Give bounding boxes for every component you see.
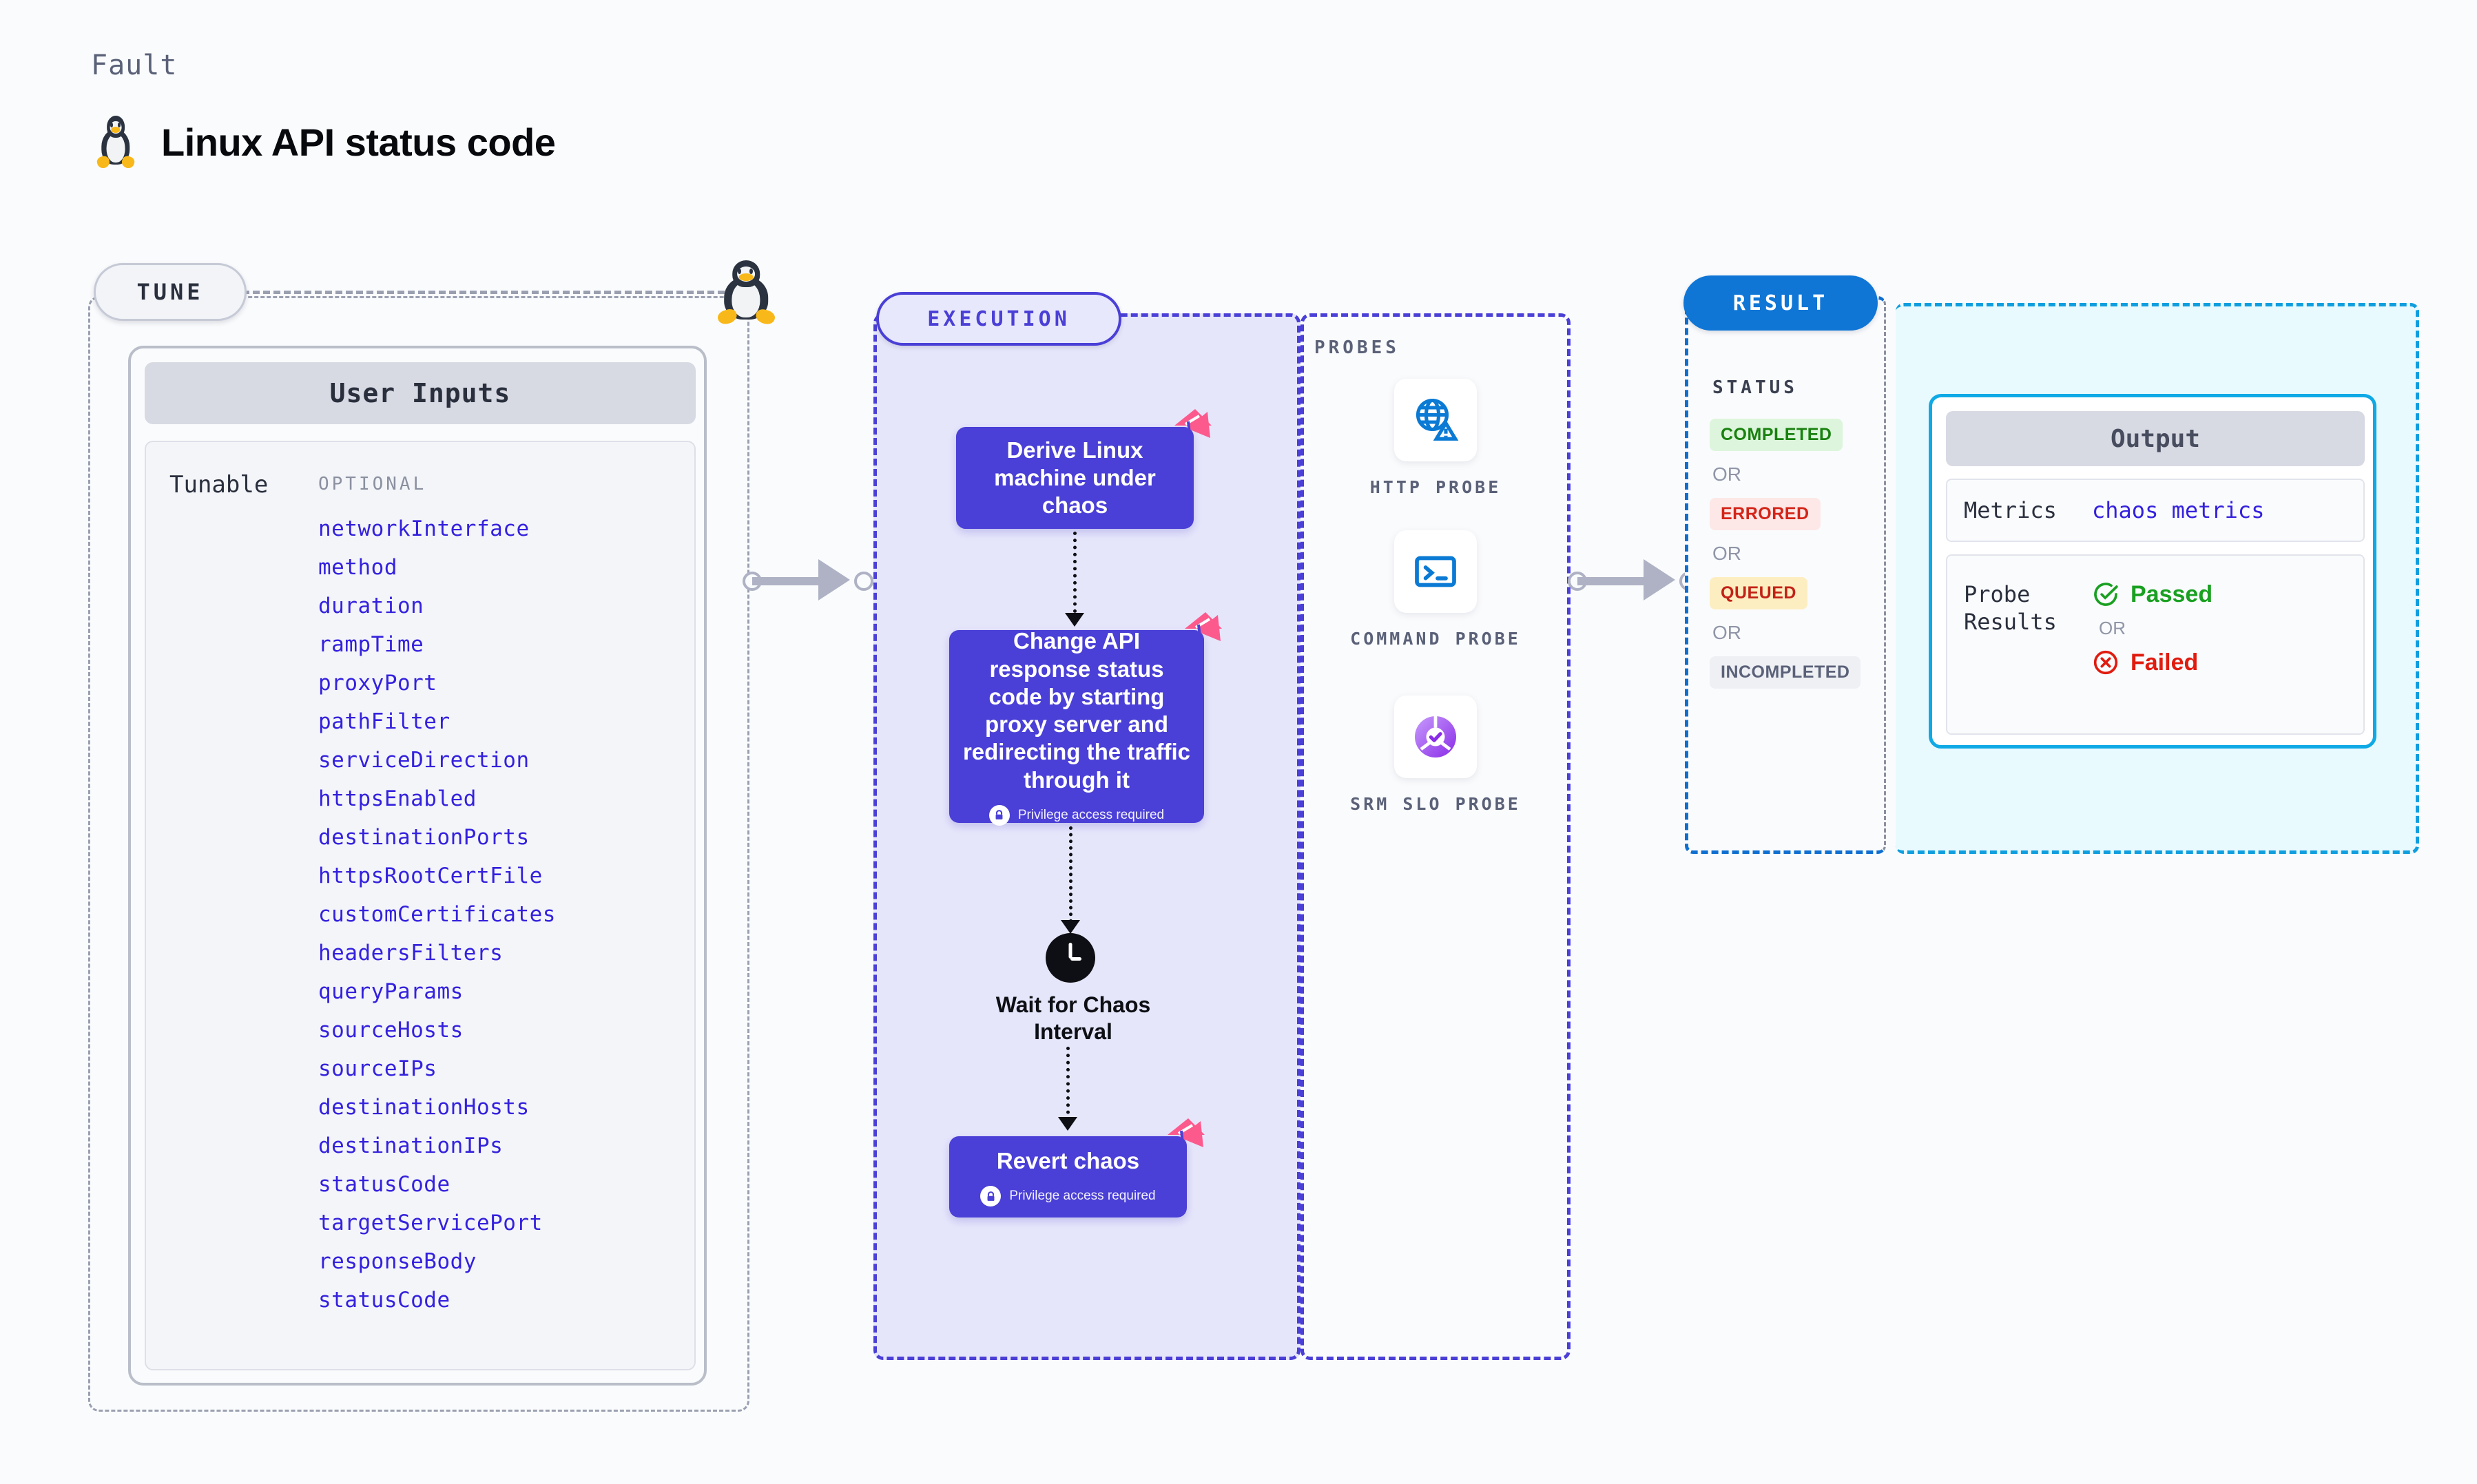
tunable-param[interactable]: method [318,555,397,580]
globe-warning-icon [1394,379,1477,461]
execution-node-revert-chaos[interactable]: Revert chaos Privilege access required [949,1118,1205,1217]
tune-section-chip[interactable]: TUNE [94,263,247,321]
flow-arrowhead-2 [1061,920,1080,934]
privilege-access-note: Privilege access required [988,804,1165,826]
chaos-corner-badge [1168,1118,1205,1147]
tunable-param[interactable]: destinationPorts [318,825,530,850]
status-badge: QUEUED [1710,577,1807,609]
probes-section-label: PROBES [1314,337,1400,358]
result-section-boundary [1685,296,1886,854]
wait-for-chaos-interval-label: Wait for Chaos Interval [995,992,1151,1045]
metrics-value-link[interactable]: chaos metrics [2092,497,2265,523]
execution-section-chip[interactable]: EXECUTION [876,292,1121,346]
tune-dashed-connector [242,291,725,294]
probe-item-command[interactable]: COMMAND PROBE [1346,530,1525,651]
tunable-param[interactable]: sourceIPs [318,1056,437,1081]
tunable-param[interactable]: httpsRootCertFile [318,864,543,888]
status-badge: INCOMPLETED [1710,656,1861,689]
probe-result-passed: Passed [2092,581,2212,608]
output-card: Output Metrics chaos metrics Probe Resul… [1929,394,2376,749]
tunable-param[interactable]: targetServicePort [318,1211,543,1235]
tunable-param[interactable]: sourceHosts [318,1018,464,1043]
flow-arrowhead-3 [1058,1117,1077,1131]
tunable-param[interactable]: rampTime [318,632,424,657]
execution-node-change-api-response[interactable]: Change API response status code by start… [949,612,1222,826]
flow-arrow-2 [1069,826,1072,923]
tunable-param-list: networkInterface method duration rampTime pr… [318,516,676,1313]
or-separator: OR [2099,618,2126,638]
execution-node-derive[interactable]: Derive Linux machine under chaos [956,409,1212,529]
or-separator: OR [1712,622,1741,643]
probe-label: COMMAND PROBE [1350,629,1521,649]
probe-results-row: Probe Results Passed OR Failed [1946,554,2365,735]
status-badge: COMPLETED [1710,419,1843,451]
node-label: Derive Linux machine under chaos [994,437,1156,519]
chaos-corner-badge [1185,612,1222,641]
tunable-param[interactable]: destinationHosts [318,1095,530,1120]
metrics-row: Metrics chaos metrics [1946,479,2365,542]
lock-icon [980,1186,1002,1207]
probe-item-srm-slo[interactable]: SRM SLO PROBE [1346,696,1525,816]
page-title-row: Linux API status code [95,116,556,170]
fault-label: Fault [91,50,178,81]
tunable-param[interactable]: duration [318,594,424,618]
tunable-param[interactable]: destinationIPs [318,1133,504,1158]
tunable-param[interactable]: headersFilters [318,941,504,965]
tunable-param[interactable]: customCertificates [318,902,556,927]
probe-item-http[interactable]: HTTP PROBE [1346,379,1525,499]
node-label: Revert chaos [996,1147,1140,1173]
tunable-param[interactable]: queryParams [318,979,464,1004]
x-circle-icon [2093,650,2118,675]
flow-arrow-3 [1066,1047,1070,1121]
tunable-param[interactable]: responseBody [318,1249,477,1274]
chaos-corner-badge [1174,409,1212,438]
failed-label: Failed [2131,649,2199,676]
privilege-access-note: Privilege access required [980,1186,1156,1207]
user-inputs-title: User Inputs [145,362,696,424]
tune-section-boundary [88,296,749,1412]
tunable-label: Tunable [169,471,269,499]
or-separator: OR [1712,463,1741,485]
output-title: Output [1946,411,2365,466]
probe-label: SRM SLO PROBE [1350,794,1521,814]
metrics-key: Metrics [1964,497,2057,523]
flow-arrow-1 [1073,532,1077,613]
page-title: Linux API status code [161,120,556,164]
passed-label: Passed [2131,581,2213,607]
user-inputs-card: User Inputs Tunable OPTIONAL networkInte… [128,346,707,1386]
node-label: Change API response status code by start… [962,628,1191,793]
privilege-label: Privilege access required [1009,1189,1156,1204]
linux-tux-icon [95,116,136,170]
result-section-chip[interactable]: RESULT [1683,275,1878,331]
tunable-param[interactable]: serviceDirection [318,748,530,773]
tunable-param[interactable]: proxyPort [318,671,437,696]
status-label: STATUS [1712,377,1798,398]
terminal-icon [1394,530,1477,613]
tunable-param[interactable]: httpsEnabled [318,786,477,811]
privilege-label: Privilege access required [1017,807,1165,822]
tunable-param[interactable]: statusCode [318,1288,450,1313]
flow-arrowhead-1 [1065,613,1084,627]
status-badge: ERRORED [1710,498,1821,530]
optional-label: OPTIONAL [318,474,427,494]
tunable-param[interactable]: statusCode [318,1172,450,1197]
or-separator: OR [1712,543,1741,564]
tunable-param[interactable]: networkInterface [318,516,530,541]
probe-label: HTTP PROBE [1369,477,1502,497]
probe-results-key: Probe Results [1964,581,2057,635]
connector-tune-to-execution [743,559,873,600]
connector-execution-to-result [1568,559,1699,600]
lock-icon [988,804,1010,826]
clock-icon [1046,933,1095,983]
check-circle-icon [2094,583,2118,606]
probe-results-values: Passed OR Failed [2092,581,2212,676]
probes-section-boundary [1300,313,1571,1360]
status-badge-list: COMPLETED OR ERRORED OR QUEUED OR INCOMPLETED [1710,419,1882,689]
tunable-param[interactable]: pathFilter [318,709,450,734]
probe-result-failed: Failed [2092,649,2212,676]
slo-donut-check-icon [1394,696,1477,778]
linux-tux-icon [716,260,776,326]
tunable-params-card: Tunable OPTIONAL networkInterface method d… [145,441,696,1370]
